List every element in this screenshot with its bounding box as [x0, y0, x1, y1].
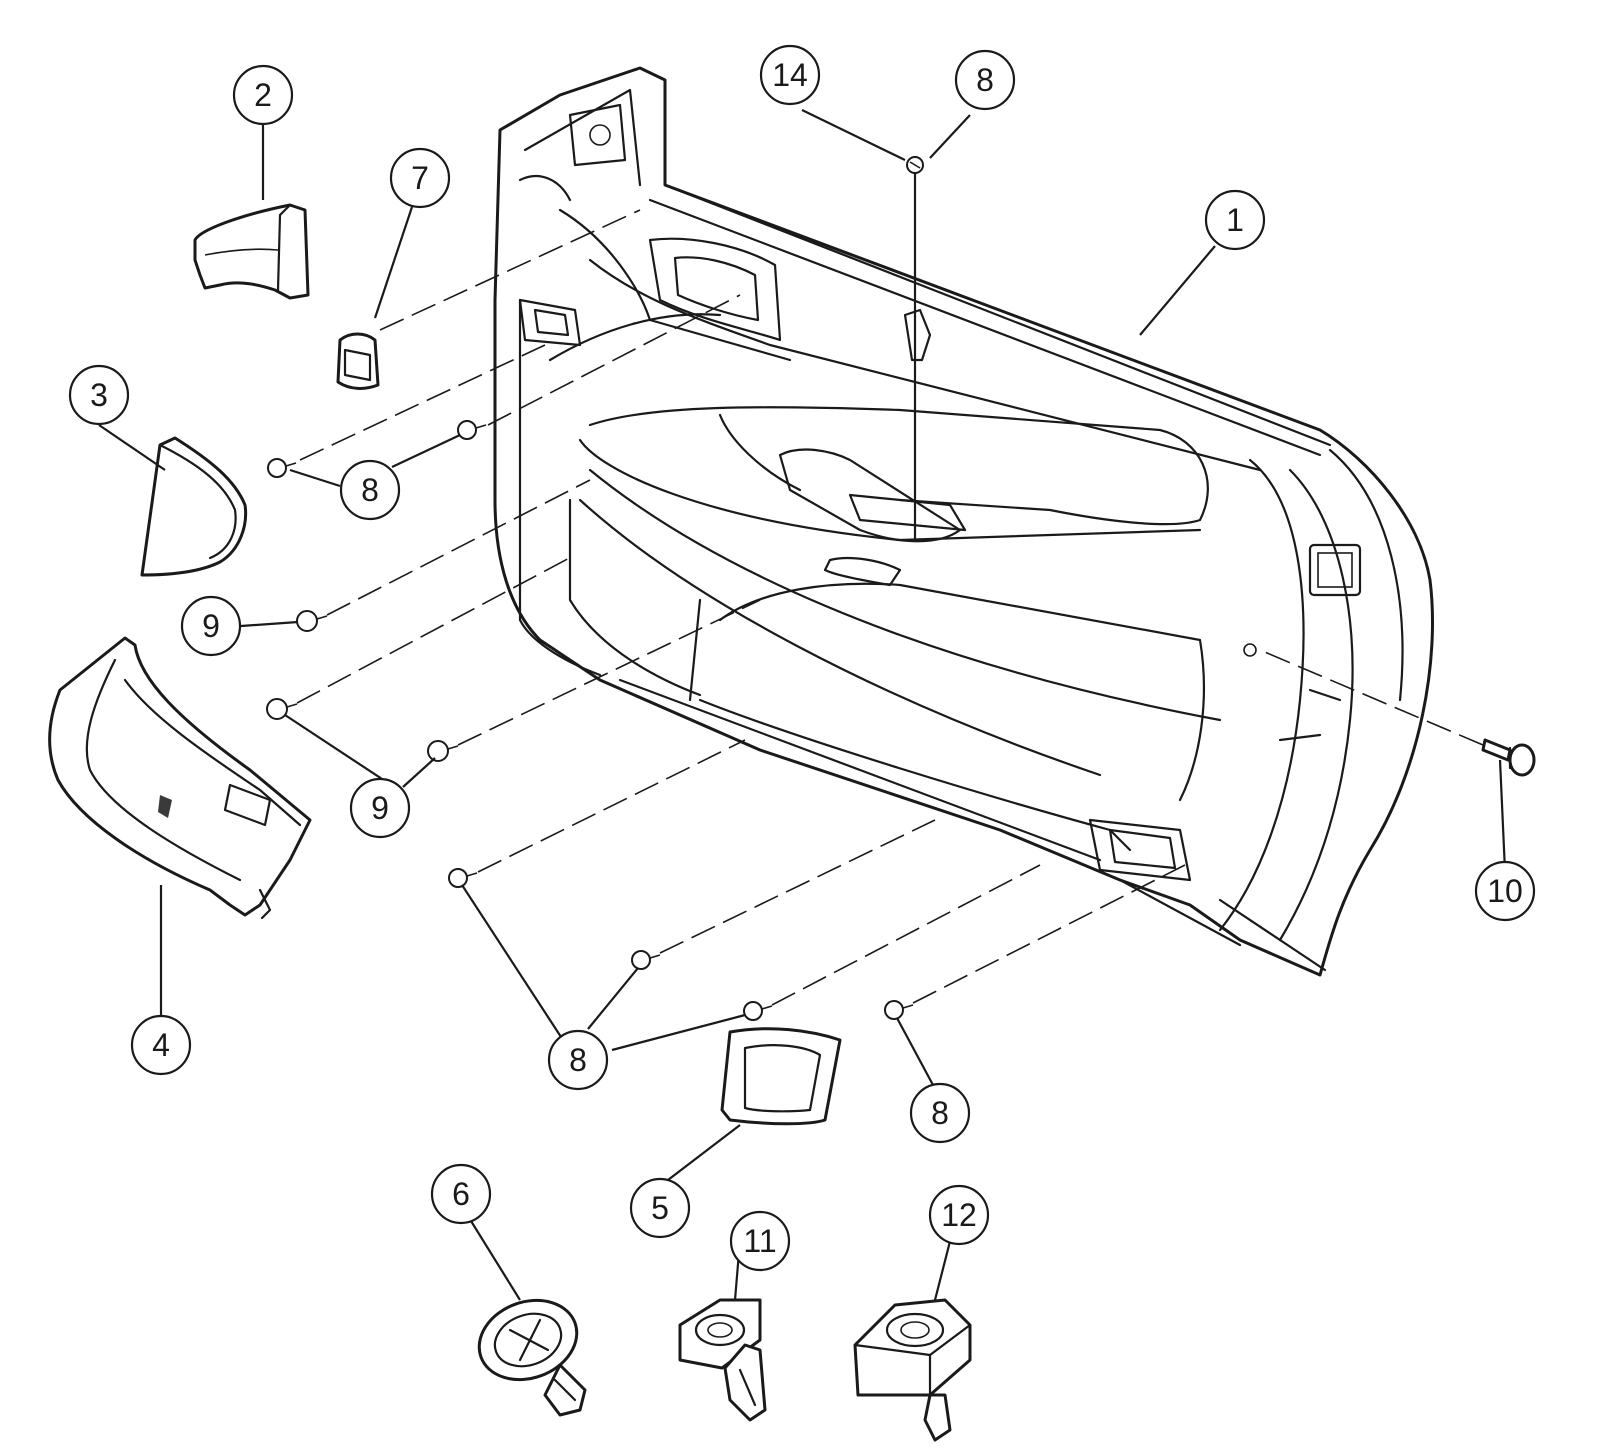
screw-8-left-upper [267, 458, 297, 478]
callout-8-bottom: 8 [547, 1029, 609, 1091]
callout-7: 7 [389, 147, 451, 209]
callout-2-label: 2 [254, 77, 272, 113]
callout-2: 2 [232, 64, 294, 126]
callout-9-upper-label: 9 [202, 608, 220, 644]
assembly-lines [296, 173, 1484, 1006]
screw-8-bottom-center [743, 1001, 773, 1021]
corner-trim-piece [140, 436, 248, 577]
switch-bezel [720, 1027, 842, 1126]
screw-8-bottom-left [448, 868, 478, 888]
callout-9-lower-label: 9 [371, 790, 389, 826]
callout-8-bottom-label: 8 [569, 1042, 587, 1078]
callout-12: 12 [928, 1184, 990, 1246]
square-nut-clip [853, 1298, 972, 1442]
screw-8-top [906, 156, 924, 174]
callout-9-lower: 9 [349, 777, 411, 839]
callout-12-label: 12 [941, 1197, 977, 1233]
callout-8-top-label: 8 [976, 62, 994, 98]
screw-8-left-mid [457, 420, 487, 440]
callout-9-upper: 9 [180, 595, 242, 657]
callout-10-label: 10 [1487, 873, 1523, 909]
callout-4-label: 4 [152, 1027, 170, 1063]
callout-8-left-label: 8 [361, 472, 379, 508]
callout-11-label: 11 [743, 1223, 776, 1259]
callout-6: 6 [430, 1163, 492, 1225]
callout-8-bottom-right-label: 8 [931, 1095, 949, 1131]
callout-3-label: 3 [90, 377, 108, 413]
door-trim-panel [493, 66, 1434, 977]
screw-9-mid [266, 698, 298, 720]
callout-6-label: 6 [452, 1176, 470, 1212]
callout-3: 3 [68, 364, 130, 426]
callout-5-label: 5 [651, 1190, 669, 1226]
nut-clip [678, 1298, 767, 1422]
callout-1: 1 [1204, 189, 1266, 251]
callout-5: 5 [629, 1177, 691, 1239]
screw-8-bottom-right [884, 1000, 914, 1020]
callout-11: 11 [729, 1210, 791, 1272]
callout-14: 14 [759, 44, 821, 106]
callout-4: 4 [130, 1014, 192, 1076]
callout-8-top: 8 [954, 49, 1016, 111]
leader-lines [98, 109, 1507, 1301]
callout-14-label: 14 [772, 57, 808, 93]
mirror-flag-cover [193, 203, 310, 300]
callout-1-label: 1 [1226, 202, 1244, 238]
callout-8-bottom-right: 8 [909, 1082, 971, 1144]
callout-8-left: 8 [339, 459, 401, 521]
screw-9-upper [296, 610, 328, 632]
callout-10: 10 [1474, 860, 1536, 922]
retainer-clip [336, 332, 380, 390]
callout-7-label: 7 [411, 160, 429, 196]
screw-9-lower [427, 740, 459, 762]
push-pin-rivet [1481, 738, 1536, 777]
lower-trim-bezel [48, 636, 312, 920]
push-pin-fastener [477, 1298, 587, 1417]
screw-8-bottom-mid [631, 950, 661, 970]
